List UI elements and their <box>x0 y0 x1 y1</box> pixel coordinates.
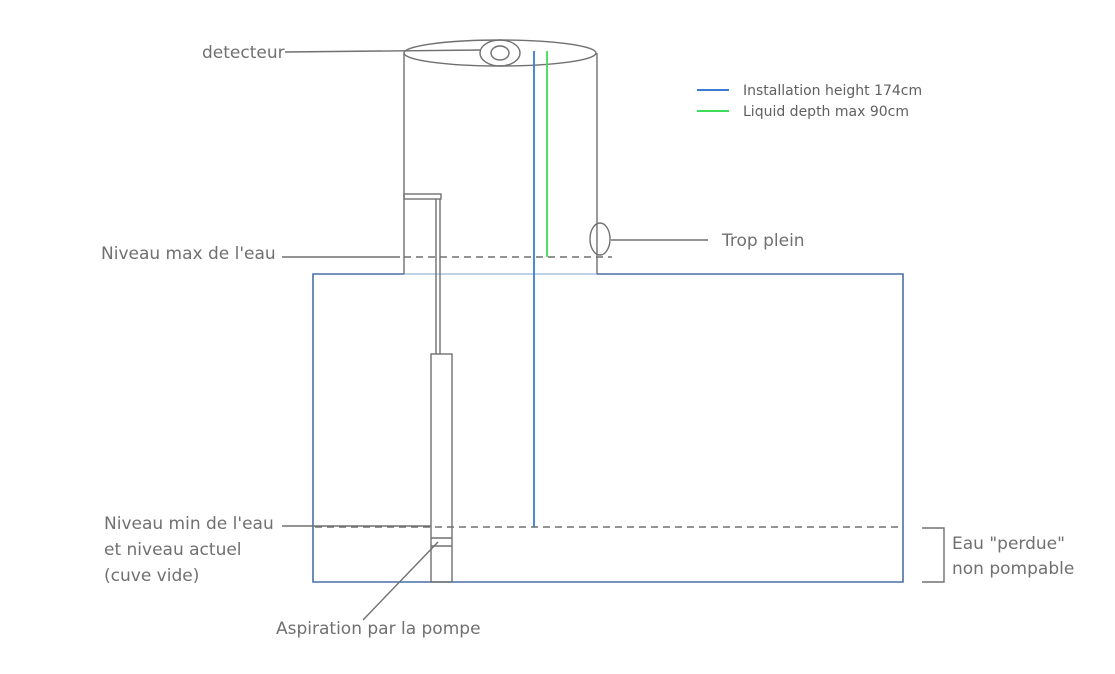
lost-water-label-line2: non pompable <box>952 559 1074 579</box>
riser-top <box>403 39 597 67</box>
overflow-label: Trop plein <box>721 231 805 251</box>
pipe-body <box>430 353 453 583</box>
detector-sensor <box>479 39 521 67</box>
pump-pipe <box>403 193 453 583</box>
detector-leader-line <box>284 49 482 53</box>
tank <box>312 273 904 583</box>
min-level-label-line1: Niveau min de l'eau <box>104 514 274 534</box>
detector-label: detecteur <box>202 43 285 63</box>
overflow-outlet <box>589 222 611 256</box>
riser-cylinder <box>403 39 598 274</box>
tank-outline <box>312 273 904 583</box>
legend-label-installation-height: Installation height 174cm <box>743 83 922 99</box>
lost-water-bracket <box>922 527 945 583</box>
pump-intake-label: Aspiration par la pompe <box>276 619 481 639</box>
lost-water-label-line1: Eau "perdue" <box>952 534 1065 554</box>
min-level-label-line3: (cuve vide) <box>104 566 199 586</box>
max-level-label: Niveau max de l'eau <box>101 244 276 264</box>
legend: Installation height 174cm Liquid depth m… <box>697 83 922 120</box>
pump-intake-leader-line <box>362 541 439 621</box>
legend-label-liquid-depth: Liquid depth max 90cm <box>743 104 909 120</box>
detector-inner <box>490 45 510 61</box>
min-level-label-line2: et niveau actuel <box>104 540 242 560</box>
pipe-bracket <box>403 193 442 200</box>
detector-outer <box>479 39 521 67</box>
